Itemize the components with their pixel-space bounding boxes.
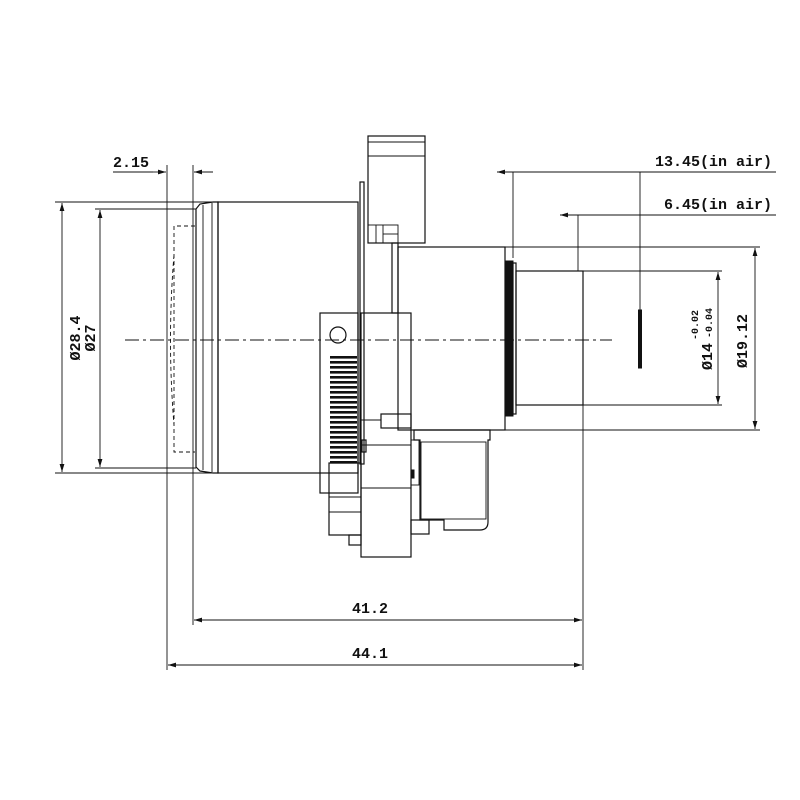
iris-housing xyxy=(359,135,426,465)
gear-tooth xyxy=(330,366,357,369)
front-lens-element xyxy=(170,225,195,453)
dimension-mount-diameter: Ø14 -0.02 -0.04 xyxy=(583,270,722,406)
gear-tooth xyxy=(330,391,357,394)
gear-tooth xyxy=(330,446,357,449)
flange-focal-label: 6.45(in air) xyxy=(664,197,772,214)
gear-tooth xyxy=(330,386,357,389)
screw-circle xyxy=(329,326,347,344)
gear-tooth xyxy=(330,376,357,379)
body-length-label: 41.2 xyxy=(352,601,388,618)
gear-tooth xyxy=(330,421,357,424)
outer-diameter-label: Ø28.4 xyxy=(68,315,85,360)
mount-thread xyxy=(504,260,514,417)
dimension-flange-thickness: 2.15 xyxy=(113,155,213,670)
gear-tooth xyxy=(330,456,357,459)
gear-teeth xyxy=(330,356,357,464)
mount-tolerance-upper: -0.02 xyxy=(691,310,702,340)
flange-thickness-label: 2.15 xyxy=(113,155,149,172)
gear-tooth xyxy=(330,461,357,464)
total-length-label: 44.1 xyxy=(352,646,388,663)
inner-diameter-label: Ø27 xyxy=(83,324,100,351)
dimension-outer-diameter: Ø28.4 xyxy=(55,201,213,474)
dimension-rear-diameter: Ø19.12 xyxy=(505,246,760,431)
gear-tooth xyxy=(330,401,357,404)
gear-tooth xyxy=(330,416,357,419)
gear-tooth xyxy=(330,451,357,454)
gear-tooth xyxy=(330,381,357,384)
gear-tooth xyxy=(330,436,357,439)
gear-tooth xyxy=(330,406,357,409)
image-sensor-plane xyxy=(638,309,642,369)
mount-tolerance-lower: -0.04 xyxy=(705,308,716,338)
dimension-flange-focal: 6.45(in air) xyxy=(560,197,776,271)
mount-diameter-label: Ø14 xyxy=(700,343,717,370)
rear-body xyxy=(397,246,584,431)
back-focal-label: 13.45(in air) xyxy=(655,154,772,171)
dimension-inner-diameter: Ø27 xyxy=(83,208,196,469)
gear-tooth xyxy=(330,441,357,444)
gear-tooth xyxy=(330,426,357,429)
dimension-back-focal: 13.45(in air) xyxy=(497,154,776,258)
gear-tooth xyxy=(330,431,357,434)
gear-tooth xyxy=(330,356,357,359)
dimension-total-length: 44.1 xyxy=(168,646,582,668)
gear-tooth xyxy=(330,371,357,374)
motor-box xyxy=(410,429,491,535)
gear-tooth xyxy=(330,396,357,399)
gear-tooth xyxy=(330,411,357,414)
gear-tooth xyxy=(330,361,357,364)
dimension-body-length: 41.2 xyxy=(194,601,582,623)
drive-block xyxy=(360,312,412,558)
rear-diameter-label: Ø19.12 xyxy=(735,314,752,368)
focus-gear-block xyxy=(319,312,362,546)
